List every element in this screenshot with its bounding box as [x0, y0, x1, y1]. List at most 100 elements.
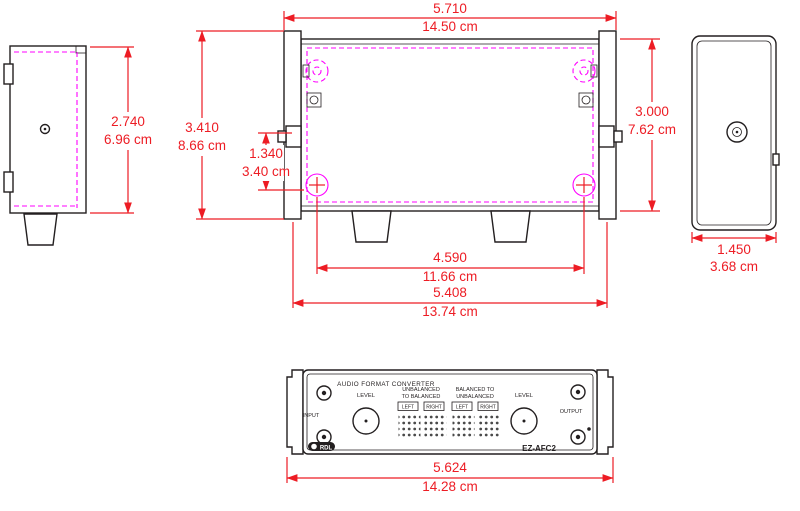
dim-side-height-in: 2.740	[111, 114, 145, 129]
mounting-hole	[305, 59, 329, 83]
dim-front-panel-width-in: 5.624	[433, 460, 467, 475]
dim-overall-height-cm: 8.66 cm	[178, 138, 226, 153]
screw-boss-hole	[581, 95, 591, 105]
dim-foot-spacing: 4.590 11.66 cm	[316, 197, 585, 284]
left-meter-box	[397, 401, 419, 411]
chassis-body	[300, 38, 600, 212]
level-label-right: LEVEL	[515, 393, 534, 399]
clip	[590, 64, 598, 78]
bal-to-unbal-line2: UNBALANCED	[456, 394, 494, 400]
bal-to-unbal-line1: BALANCED TO	[456, 387, 495, 393]
dim-latch-offset-in: 1.340	[249, 146, 283, 161]
latch-button-center	[735, 130, 739, 134]
front-panel	[302, 369, 598, 455]
dim-foot-spacing-cm: 11.66 cm	[423, 269, 478, 284]
side-view-left	[3, 45, 87, 246]
led-grid	[452, 415, 475, 439]
foot	[490, 210, 531, 243]
mounting-hole	[305, 173, 329, 197]
dim-end-depth: 1.450 3.68 cm	[691, 232, 777, 274]
front-panel-view: AUDIO FORMAT CONVERTER INPUT LEVEL UNBAL…	[286, 369, 614, 455]
side-view-right	[691, 35, 780, 231]
dim-front-panel-width-cm: 14.28 cm	[422, 479, 478, 494]
left-label: LEFT	[402, 405, 414, 411]
end-view-body	[691, 35, 777, 231]
mounting-ear-left	[286, 369, 304, 455]
mounting-hole	[572, 173, 596, 197]
level-knob-right	[510, 407, 538, 435]
dim-end-depth-in: 1.450	[717, 242, 751, 257]
output-jack-1-pin	[575, 389, 581, 395]
output-jack-1	[570, 384, 586, 400]
dim-overall-height-in: 3.410	[185, 120, 219, 135]
dim-top-width: 5.710 14.50 cm	[283, 1, 617, 34]
dim-foot-spacing-in: 4.590	[433, 250, 467, 265]
dim-chassis-width-cm: 13.74 cm	[422, 304, 478, 319]
right-meter-box	[477, 401, 499, 411]
dim-body-height-in: 3.000	[635, 104, 669, 119]
latch	[598, 125, 615, 148]
dim-end-depth-cm: 3.68 cm	[710, 259, 758, 274]
dim-latch-offset: 1.340 3.40 cm	[240, 132, 304, 191]
dim-chassis-width-in: 5.408	[433, 285, 467, 300]
right-label: RIGHT	[480, 405, 496, 411]
right-meter-box	[423, 401, 445, 411]
rdl-logo-dot-icon	[311, 443, 317, 450]
level-knob-left-dot	[364, 419, 368, 423]
right-label: RIGHT	[426, 405, 442, 411]
dim-body-height-cm: 7.62 cm	[628, 122, 676, 137]
mounting-tab	[3, 171, 14, 193]
mounting-hole-inner	[579, 66, 589, 76]
latch-button-inner	[732, 127, 742, 137]
unbal-to-bal-line1: UNBALANCED	[402, 387, 440, 393]
output-jack-2-pin	[575, 434, 581, 440]
dim-side-height: 2.740 6.96 cm	[90, 46, 155, 214]
power-led	[587, 427, 591, 431]
panel-title: AUDIO FORMAT CONVERTER	[337, 381, 435, 388]
level-knob-right-dot	[522, 419, 526, 423]
mounting-hole-inner	[312, 66, 322, 76]
level-knob-left	[352, 407, 380, 435]
input-jack-1-pin	[321, 390, 327, 396]
dim-side-height-cm: 6.96 cm	[104, 132, 152, 147]
led-grid	[398, 415, 421, 439]
led-grid	[478, 415, 501, 439]
end-cap-right	[598, 30, 617, 220]
level-label-left: LEVEL	[357, 393, 376, 399]
latch-button	[726, 121, 748, 143]
led-grid	[424, 415, 447, 439]
screw-boss	[578, 92, 594, 108]
front-panel-inner	[306, 373, 594, 451]
end-view-inner	[696, 40, 772, 226]
side-left-body	[9, 45, 87, 214]
left-meter-box	[451, 401, 473, 411]
hole-center-marks	[309, 177, 592, 193]
latch	[285, 125, 302, 148]
model-label: EZ-AFC2	[522, 444, 556, 453]
screw-boss	[306, 92, 322, 108]
dim-front-panel-width: 5.624 14.28 cm	[286, 457, 614, 494]
mounting-hole	[572, 59, 596, 83]
unbal-to-bal-line2: TO BALANCED	[402, 394, 441, 400]
brand-label: RDL	[320, 446, 333, 452]
input-jack-1	[316, 385, 332, 401]
dim-top-width-cm: 14.50 cm	[422, 19, 478, 34]
output-jack-2	[570, 429, 586, 445]
dim-overall-height: 3.410 8.66 cm	[175, 30, 284, 220]
screw-hole	[39, 123, 51, 135]
dim-latch-offset-cm: 3.40 cm	[242, 164, 290, 179]
dim-body-height: 3.000 7.62 cm	[620, 38, 681, 212]
side-left-step	[75, 45, 87, 54]
clip	[302, 64, 310, 78]
hidden-outline	[306, 47, 594, 203]
mounting-tab	[3, 63, 14, 85]
screw-hole-center	[43, 127, 47, 131]
left-label: LEFT	[456, 405, 468, 411]
dim-chassis-width: 5.408 13.74 cm	[292, 222, 608, 319]
output-label: OUTPUT	[560, 409, 583, 415]
latch-tab	[277, 130, 287, 143]
end-cap-left	[283, 30, 302, 220]
input-label: INPUT	[303, 413, 320, 419]
mounting-ear-right	[596, 369, 614, 455]
